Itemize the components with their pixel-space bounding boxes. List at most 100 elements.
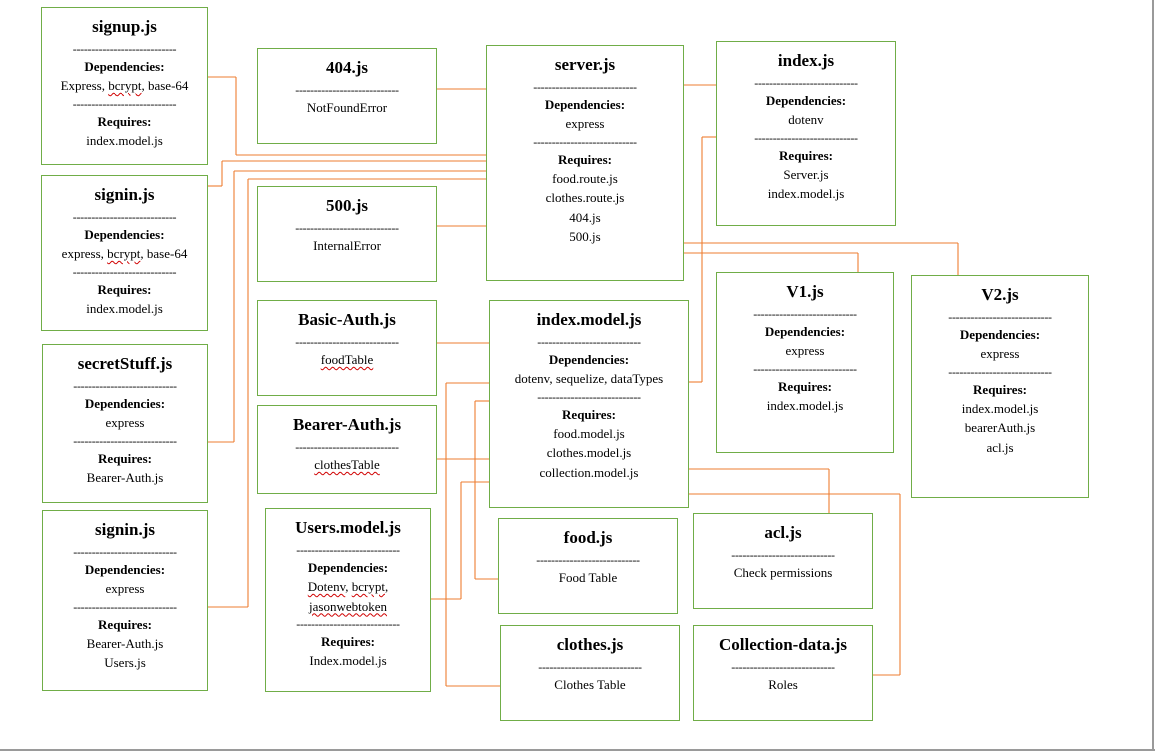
- box-text: Check permissions: [733, 565, 833, 580]
- dependency-text: express: [105, 581, 145, 596]
- 404-js-box: 404.js----------------------------NotFou…: [257, 48, 437, 144]
- requires-item: 500.js: [569, 229, 601, 244]
- dependency-text: express: [980, 346, 1020, 361]
- requires-item: food.route.js: [552, 170, 618, 186]
- v2-js-box: V2.js----------------------------Depende…: [911, 275, 1089, 498]
- users-model-js-box: Users.model.js --------------------------…: [265, 508, 431, 692]
- box-title: Users.model.js: [295, 518, 401, 537]
- box-text: clothesTable: [314, 457, 380, 472]
- box-text: Food Table: [558, 570, 618, 585]
- separator: ----------------------------: [731, 660, 835, 674]
- separator: ----------------------------: [295, 440, 399, 454]
- separator: ----------------------------: [754, 76, 858, 90]
- box-title: 404.js: [325, 58, 369, 77]
- index-model-js-box: index.model.js --------------------------…: [489, 300, 689, 508]
- box-title: clothes.js: [556, 635, 624, 654]
- separator: ----------------------------: [296, 543, 400, 557]
- dependency-text: jasonwebtoken: [309, 598, 387, 614]
- separator: ----------------------------: [73, 379, 177, 393]
- box-text: InternalError: [313, 238, 381, 253]
- requires-item: Bearer-Auth.js: [86, 635, 164, 651]
- dependency-text: dotenv, sequelize, dataTypes: [514, 371, 664, 386]
- dependency-text: dotenv: [788, 112, 824, 127]
- requires-item: clothes.model.js: [546, 445, 632, 460]
- box-title: Bearer-Auth.js: [292, 415, 402, 434]
- separator: ----------------------------: [72, 42, 177, 56]
- requires-label: Requires:: [97, 113, 152, 129]
- collection-data-js-box: Collection-data.js----------------------…: [693, 625, 873, 721]
- requires-item: index.model.js: [961, 400, 1039, 416]
- separator: ----------------------------: [533, 134, 637, 149]
- requires-label: Requires:: [558, 151, 612, 167]
- box-title: Basic-Auth.js: [298, 310, 396, 329]
- signup-js-box: signup.js ---------------------------- Dep…: [41, 7, 208, 165]
- box-title: V2.js: [981, 285, 1019, 304]
- acl-js-box: acl.js----------------------------Check …: [693, 513, 873, 609]
- requires-item: Bearer-Auth.js: [86, 469, 164, 485]
- box-title: server.js: [554, 55, 616, 74]
- dependencies-label: Dependencies:: [307, 560, 389, 575]
- box-title: secretStuff.js: [77, 354, 173, 373]
- box-text: foodTable: [320, 352, 374, 367]
- separator: ----------------------------: [536, 553, 640, 567]
- separator: ----------------------------: [948, 364, 1052, 379]
- separator: ----------------------------: [537, 335, 641, 349]
- requires-label: Requires:: [562, 406, 616, 422]
- dependency-text: Dotenv, bcrypt,: [307, 579, 389, 594]
- requires-label: Requires:: [97, 281, 152, 297]
- dependencies-label: Dependencies:: [84, 227, 165, 242]
- page-edge-right: [1152, 0, 1154, 751]
- box-title: food.js: [563, 528, 613, 547]
- separator: ----------------------------: [72, 96, 177, 111]
- box-title: index.model.js: [536, 310, 642, 329]
- separator: ----------------------------: [73, 433, 177, 448]
- requires-item: 404.js: [569, 209, 601, 225]
- food-js-box: food.js ---------------------------- Food …: [498, 518, 678, 614]
- requires-item: Server.js: [783, 166, 829, 182]
- separator: ----------------------------: [296, 617, 400, 631]
- requires-label: Requires:: [98, 450, 152, 466]
- separator: ----------------------------: [72, 264, 177, 279]
- box-title: acl.js: [764, 523, 802, 542]
- requires-item: index.model.js: [767, 186, 845, 201]
- clothes-js-box: clothes.js----------------------------Cl…: [500, 625, 680, 721]
- separator: ----------------------------: [753, 307, 857, 321]
- requires-label: Requires:: [779, 147, 833, 163]
- requires-item: Index.model.js: [309, 653, 387, 668]
- requires-item: clothes.route.js: [545, 190, 625, 205]
- index-js-box: index.js----------------------------Depe…: [716, 41, 896, 226]
- bearer-auth-js-box: Bearer-Auth.js --------------------------…: [257, 405, 437, 494]
- page-edge-bottom: [0, 749, 1155, 751]
- separator: ----------------------------: [537, 389, 641, 404]
- requires-item: collection.model.js: [539, 464, 639, 480]
- dependency-text: express: [565, 116, 605, 131]
- requires-item: index.model.js: [86, 300, 163, 316]
- dependencies-label: Dependencies:: [84, 562, 166, 577]
- separator: ----------------------------: [948, 310, 1052, 324]
- box-title: 500.js: [325, 196, 369, 215]
- dependency-text: express: [105, 415, 145, 430]
- separator: ----------------------------: [538, 660, 642, 674]
- separator: ----------------------------: [73, 545, 177, 559]
- separator: ----------------------------: [72, 210, 177, 224]
- v1-js-box: V1.js ---------------------------- Depende…: [716, 272, 894, 453]
- signin-js-top-box: signin.js ---------------------------- Dep…: [41, 175, 208, 331]
- separator: ----------------------------: [295, 221, 399, 235]
- requires-item: acl.js: [986, 439, 1014, 455]
- separator: ----------------------------: [533, 80, 637, 94]
- dependencies-label: Dependencies:: [764, 324, 846, 339]
- requires-label: Requires:: [778, 378, 832, 394]
- requires-label: Requires:: [973, 381, 1027, 397]
- dependencies-label: Dependencies:: [84, 59, 165, 74]
- basic-auth-js-box: Basic-Auth.js---------------------------…: [257, 300, 437, 396]
- box-title: index.js: [777, 51, 835, 70]
- server-js-box: server.js ---------------------------- Dep…: [486, 45, 684, 281]
- box-title: V1.js: [786, 282, 824, 301]
- box-title: signup.js: [92, 17, 157, 36]
- dependencies-label: Dependencies:: [544, 97, 626, 112]
- box-text: NotFoundError: [306, 100, 388, 115]
- box-title: signin.js: [94, 185, 155, 204]
- signin-js-bottom-box: signin.js----------------------------Dep…: [42, 510, 208, 691]
- requires-item: bearerAuth.js: [964, 420, 1036, 435]
